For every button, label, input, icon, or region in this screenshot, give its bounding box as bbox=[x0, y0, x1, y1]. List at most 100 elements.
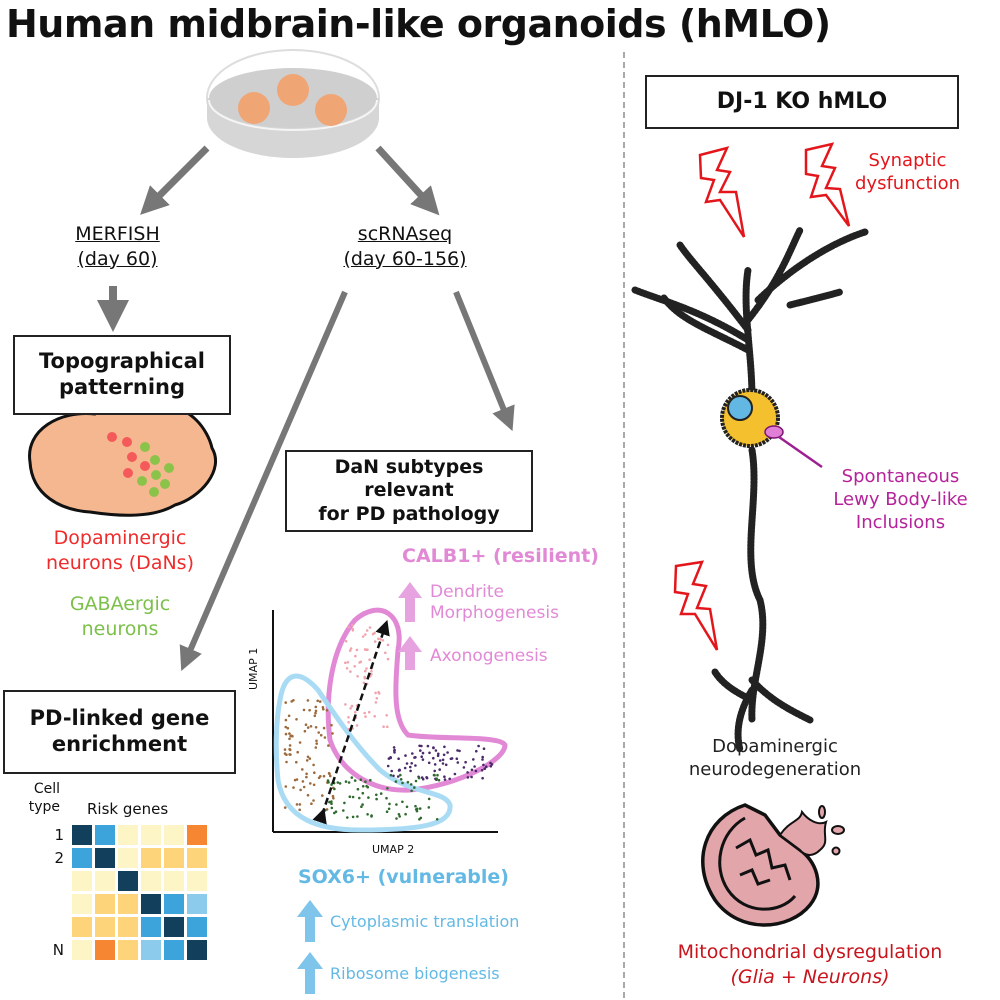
calb1-purple-points bbox=[443, 775, 446, 778]
calb1-pink-points bbox=[379, 638, 382, 641]
sox6-brown-points bbox=[330, 723, 333, 727]
calb1-pink-points bbox=[364, 648, 368, 652]
sox6-brown-points bbox=[308, 757, 312, 760]
heatmap-col-axis-label: Risk genes bbox=[87, 800, 169, 818]
scrnaseq-label: scRNAseq (day 60-156) bbox=[330, 222, 480, 271]
sox6-brown-points bbox=[295, 718, 298, 721]
merfish-label: MERFISH (day 60) bbox=[60, 222, 175, 271]
calb1-purple-points bbox=[477, 744, 480, 748]
calb1-pink-points bbox=[368, 626, 372, 629]
calb1-purple-points bbox=[444, 763, 448, 767]
calb1-purple-points bbox=[456, 749, 459, 752]
sox6-brown-points bbox=[303, 729, 307, 733]
sox6-green-points bbox=[414, 804, 417, 808]
calb1-pink-points bbox=[356, 675, 359, 678]
calb1-purple-points bbox=[438, 768, 442, 771]
calb1-purple-points bbox=[483, 767, 487, 770]
sox6-brown-points bbox=[296, 750, 300, 754]
sox6-green-points bbox=[358, 796, 361, 800]
sox6-green-points bbox=[330, 806, 334, 810]
sox6-green-points bbox=[394, 780, 398, 783]
heatmap-row-axis-label: Cell type bbox=[26, 780, 60, 816]
sox6-term-cytoplasmic: Cytoplasmic translation bbox=[330, 912, 520, 931]
neurodegeneration-label: Dopaminergic neurodegeneration bbox=[660, 735, 890, 782]
heatmap-cell bbox=[95, 871, 115, 891]
calb1-purple-points bbox=[403, 766, 407, 770]
sox6-term-ribosome: Ribosome biogenesis bbox=[330, 964, 500, 983]
calb1-purple-points bbox=[489, 761, 492, 765]
calb1-pink-points bbox=[351, 627, 354, 631]
heatmap-cell bbox=[118, 825, 138, 845]
heatmap-cell bbox=[95, 894, 115, 914]
pd-line2: enrichment bbox=[51, 732, 188, 756]
synaptic-line2: dysfunction bbox=[855, 172, 960, 194]
heatmap-cell bbox=[164, 825, 184, 845]
arrow-to-pd-box bbox=[179, 290, 348, 672]
sox6-brown-points bbox=[288, 747, 291, 751]
calb1-purple-points bbox=[443, 745, 446, 749]
calb1-purple-points bbox=[480, 769, 484, 772]
sox6-brown-points bbox=[312, 783, 316, 787]
pd-line1: PD-linked gene bbox=[29, 706, 210, 731]
calb1-pink-points bbox=[371, 632, 375, 636]
sox6-brown-points bbox=[315, 739, 318, 743]
calb1-purple-points bbox=[410, 762, 414, 765]
merfish-timepoint: (day 60) bbox=[77, 247, 158, 270]
heatmap-cell bbox=[187, 825, 207, 845]
calb1-pink-points bbox=[351, 623, 354, 627]
umap-y-label: UMAP 1 bbox=[247, 647, 260, 690]
calb1-pink-points bbox=[354, 654, 357, 658]
calb1-purple-points bbox=[474, 769, 478, 773]
heatmap-row-label bbox=[40, 917, 64, 940]
calb1-purple-points bbox=[389, 756, 392, 759]
sox6-brown-points bbox=[306, 755, 310, 759]
sox6-green-points bbox=[350, 776, 354, 779]
sox6-brown-points bbox=[317, 731, 321, 734]
sox6-green-points bbox=[399, 773, 402, 777]
sox6-brown-points bbox=[322, 707, 325, 711]
heatmap-row-label: N bbox=[52, 941, 64, 959]
gaba-label: GABAergic neurons bbox=[50, 592, 190, 641]
degeneration-line1: Dopaminergic bbox=[712, 736, 838, 757]
sox6-green-points bbox=[437, 778, 441, 782]
sox6-green-points bbox=[347, 781, 351, 784]
calb1-pink-points bbox=[367, 710, 371, 714]
sox6-green-points bbox=[333, 787, 336, 791]
sox6-brown-points bbox=[295, 760, 298, 764]
calb1-purple-points bbox=[441, 758, 445, 762]
heatmap-cell bbox=[141, 825, 161, 845]
merfish-method: MERFISH bbox=[75, 223, 160, 245]
sox6-brown-points bbox=[290, 700, 294, 703]
calb1-pink-points bbox=[375, 697, 379, 700]
heatmap-cell bbox=[187, 894, 207, 914]
lightning-icon bbox=[673, 560, 719, 651]
calb1-pink-points bbox=[385, 714, 389, 717]
calb1-pink-points bbox=[386, 657, 390, 661]
sox6-green-points bbox=[356, 787, 360, 791]
calb1-pink-points bbox=[373, 640, 377, 643]
calb1-pink-points bbox=[347, 716, 350, 719]
sox6-brown-points bbox=[305, 759, 309, 762]
sox6-green-points bbox=[385, 810, 389, 813]
calb1-pink-points bbox=[344, 703, 347, 706]
sox6-green-points bbox=[405, 805, 409, 809]
sox6-green-points bbox=[397, 813, 401, 816]
topo-line2: patterning bbox=[58, 375, 185, 399]
lewy-line3: Inclusions bbox=[855, 512, 946, 534]
calb1-purple-points bbox=[482, 747, 486, 750]
calb1-purple-points bbox=[455, 757, 459, 760]
sox6-green-points bbox=[375, 797, 378, 801]
calb1-purple-points bbox=[433, 763, 437, 766]
sox6-green-points bbox=[398, 815, 402, 818]
sox6-brown-points bbox=[332, 797, 335, 800]
page-title: Human midbrain-like organoids (hMLO) bbox=[6, 2, 831, 46]
heatmap-cell bbox=[95, 940, 115, 960]
sox6-green-points bbox=[435, 818, 439, 821]
sox6-brown-points bbox=[312, 763, 315, 767]
sox6-green-points bbox=[409, 783, 413, 786]
calb1-pink-points bbox=[384, 651, 387, 655]
sox6-brown-points bbox=[283, 806, 287, 809]
calb1-purple-points bbox=[466, 771, 469, 774]
mito-line1: Mitochondrial dysregulation bbox=[677, 941, 943, 963]
